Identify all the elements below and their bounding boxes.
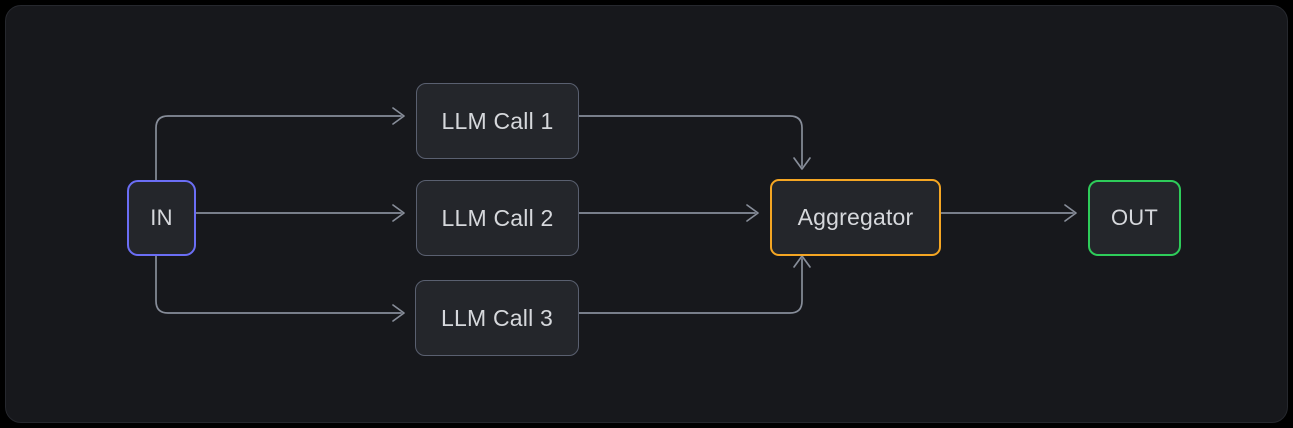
- edge-llm1-aggregator-arrowhead: [793, 157, 811, 170]
- node-llm-call-2-label: LLM Call 2: [441, 204, 554, 231]
- node-in-label: IN: [150, 205, 173, 230]
- edge-in-llm3-arrowhead: [392, 304, 405, 322]
- node-aggregator-label: Aggregator: [797, 204, 914, 230]
- node-llm-call-2[interactable]: LLM Call 2: [416, 180, 579, 256]
- edge-in-llm1-arrowhead: [392, 107, 405, 125]
- edge-in-llm2-arrowhead: [392, 204, 405, 222]
- node-out-label: OUT: [1110, 205, 1159, 230]
- node-aggregator[interactable]: Aggregator: [770, 179, 941, 256]
- node-llm-call-1-label: LLM Call 1: [441, 107, 554, 134]
- edge-aggregator-out-arrowhead: [1064, 204, 1077, 222]
- node-llm-call-3[interactable]: LLM Call 3: [415, 280, 579, 356]
- edge-llm3-aggregator: [573, 258, 803, 314]
- node-out[interactable]: OUT: [1088, 180, 1181, 256]
- edge-llm3-aggregator-arrowhead: [793, 255, 811, 268]
- diagram-canvas: IN LLM Call 1 LLM Call 2 LLM Call 3 Aggr…: [5, 5, 1288, 423]
- node-in[interactable]: IN: [127, 180, 196, 256]
- node-llm-call-3-label: LLM Call 3: [441, 304, 553, 331]
- node-llm-call-1[interactable]: LLM Call 1: [416, 83, 579, 159]
- edge-llm2-aggregator-arrowhead: [746, 204, 759, 222]
- edge-llm1-aggregator: [573, 115, 803, 167]
